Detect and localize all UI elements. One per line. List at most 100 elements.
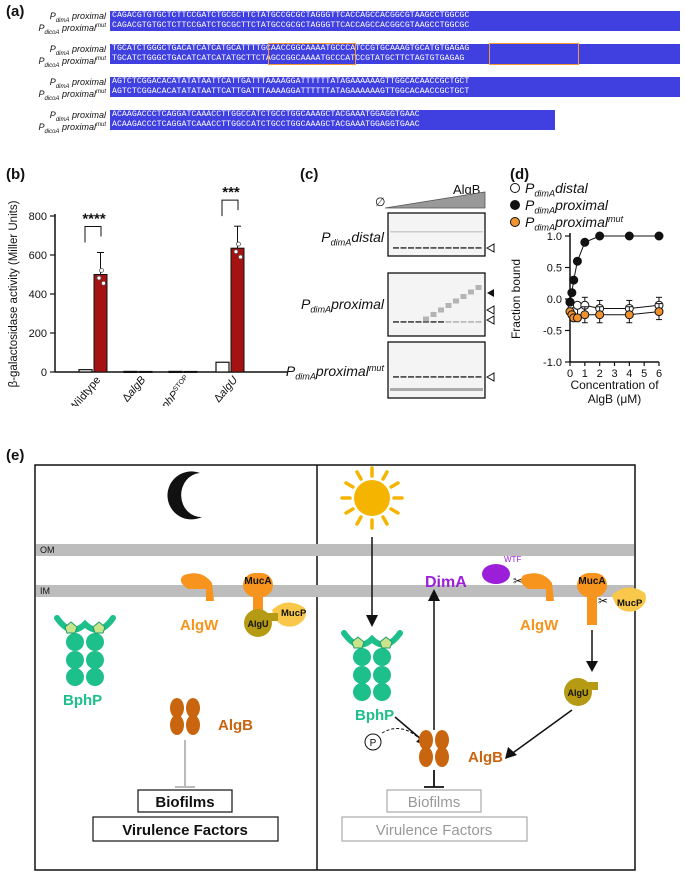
algb-protein — [170, 698, 200, 735]
bar-red — [183, 370, 198, 373]
significance-bracket — [84, 226, 102, 243]
algw-protein — [520, 573, 554, 601]
virulence-box — [92, 816, 279, 842]
bphp-arrow — [394, 716, 423, 741]
model-diagram: OMIMMucAMucPAlgUAlgWBphPAlgBBiofilmsViru… — [34, 464, 646, 871]
algb-domain — [435, 747, 449, 767]
band — [430, 321, 437, 323]
x-tick-label: Wildtype — [67, 374, 103, 406]
sun-ray — [381, 515, 389, 526]
sequence-wt-row-3: AGTCTCGGACACATATATAATTCATTGATTTAAAAGGATT… — [110, 77, 680, 87]
sun-ray — [389, 507, 400, 515]
dima-label: DimA — [425, 574, 467, 591]
sequence-wt-row-2-name: PdimA proximal — [49, 44, 106, 57]
chromophore-icon — [379, 636, 393, 649]
bar-white — [123, 370, 138, 374]
band — [390, 231, 483, 233]
data-point — [654, 231, 664, 241]
data-point — [580, 237, 590, 247]
algw-protein — [180, 573, 214, 601]
band — [430, 376, 437, 378]
muca-stalk — [587, 595, 597, 625]
muca-head — [577, 573, 607, 597]
sun-ray — [355, 470, 363, 481]
titrant-label: AlgB — [453, 182, 480, 197]
x-tick-label: 4 — [626, 368, 632, 380]
y-tick-label: 400 — [29, 289, 47, 301]
biofilms-box-faded — [386, 789, 482, 813]
band — [408, 321, 414, 323]
sun-disc — [354, 480, 390, 516]
y-tick-label: 800 — [29, 211, 47, 223]
x-tick-label: bphPSTOP — [155, 374, 193, 406]
algw-shape — [520, 573, 554, 601]
virulence-label-faded: Virulence Factors — [376, 822, 492, 839]
sequence-mut-row-2-name: PdicoA proximalmut — [38, 56, 106, 69]
muca-protein — [577, 573, 607, 625]
x-tick-label: ΔalgB — [120, 374, 148, 404]
band — [445, 321, 452, 323]
bphp-domain — [86, 651, 104, 669]
algu-arrow — [509, 709, 573, 756]
shifted-band — [453, 298, 459, 304]
no-protein-label: ∅ — [375, 195, 385, 209]
panel-d-label: (d) — [510, 166, 530, 183]
band — [475, 321, 482, 323]
free-arrow — [485, 305, 495, 315]
free-arrow — [485, 372, 495, 382]
band — [408, 376, 414, 378]
bphp-domain — [353, 666, 371, 684]
algb-domain — [170, 715, 184, 735]
inner-membrane — [36, 585, 634, 597]
algu-tab — [586, 682, 598, 690]
emsa-gels: AlgB∅PdimAdistalPdimAproximalPdimAproxim… — [286, 182, 495, 399]
algu-label-right: AlgU — [568, 688, 589, 698]
algb-domain — [186, 698, 200, 718]
bphp-domain — [66, 633, 84, 651]
band — [423, 376, 429, 378]
sun-icon — [340, 466, 404, 530]
band — [415, 321, 422, 323]
moon-icon — [167, 471, 202, 520]
bphp-protein — [54, 615, 116, 686]
band — [468, 321, 474, 323]
free-arrow — [485, 315, 495, 325]
bphp-domain — [86, 668, 104, 686]
band — [408, 247, 414, 249]
algb-domain — [170, 698, 184, 718]
x-tick-label: 3 — [611, 368, 617, 380]
bphp-domain — [373, 683, 391, 701]
algu-protein — [564, 678, 598, 706]
x-tick-label: ΔalgU — [212, 374, 241, 405]
binding-site-box-2 — [489, 43, 579, 65]
outer-membrane — [36, 544, 634, 556]
algw-label-right: AlgW — [520, 617, 559, 634]
band — [393, 321, 399, 323]
gel-panel — [387, 272, 486, 337]
algb-protein — [419, 730, 449, 767]
band — [445, 376, 452, 378]
x-axis-label: Concentration of — [570, 378, 659, 392]
data-point — [233, 249, 239, 255]
algu-protein — [244, 609, 278, 637]
band — [415, 376, 422, 378]
gel-label-proximal-mut: PdimAproximalmut — [286, 363, 385, 382]
gel-label-distal: PdimAdistal — [321, 229, 385, 248]
im-label: IM — [40, 586, 50, 596]
sequence-mut-row-3-name: PdicoA proximalmut — [38, 89, 106, 102]
data-point — [567, 288, 577, 298]
band — [430, 247, 437, 249]
bar-red — [230, 247, 245, 373]
band — [453, 247, 459, 249]
sequence-wt-row-4: ACAAGACCCTCAGGATCAAACCTTGGCCATCTGCCTGGCA… — [110, 110, 555, 120]
legend-label: PdimAdistal — [525, 180, 589, 199]
sun-ray — [344, 507, 355, 515]
bphp-domain — [66, 651, 84, 669]
y-tick-label: 600 — [29, 250, 47, 262]
algb-domain — [419, 730, 433, 750]
virulence-box-faded — [341, 816, 528, 842]
muca-head — [243, 573, 273, 597]
band — [468, 247, 474, 249]
data-point — [624, 231, 634, 241]
panel-a-label: (a) — [6, 3, 25, 20]
